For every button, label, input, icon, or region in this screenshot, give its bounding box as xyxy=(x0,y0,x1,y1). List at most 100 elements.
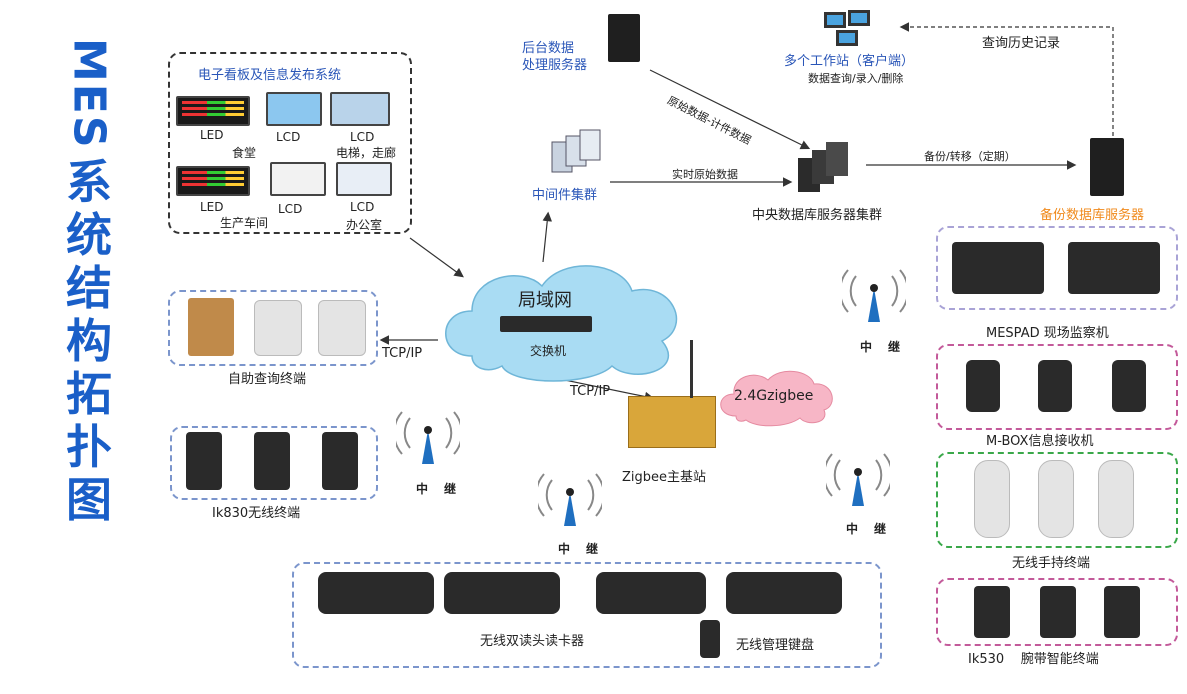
title-cn-7: 图 xyxy=(66,472,112,527)
backup-transfer-label: 备份/转移（定期） xyxy=(924,150,1016,163)
mespad-label: MESPAD 现场监察机 xyxy=(986,326,1109,341)
title-cn-6: 扑 xyxy=(66,419,112,474)
switch-label: 交换机 xyxy=(530,344,567,358)
lcd-screen-1 xyxy=(266,92,322,126)
switch-icon xyxy=(500,316,592,332)
title-latin: MES xyxy=(63,38,115,150)
zigbee-cloud xyxy=(720,370,833,427)
title-cn-5: 拓 xyxy=(66,366,112,421)
self-service-group xyxy=(168,290,378,366)
arrow-signboard-lan xyxy=(409,237,464,278)
dual-reader-label: 无线双读头读卡器 xyxy=(480,634,585,649)
zigbee-base-icon xyxy=(628,396,716,448)
backend-server-label: 后台数据 处理服务器 xyxy=(522,41,588,73)
relay-label-1: 中继 xyxy=(416,482,473,496)
ik830-group xyxy=(170,426,378,500)
lan-title: 局域网 xyxy=(518,290,572,311)
ik830-label: Ik830无线终端 xyxy=(212,506,301,521)
handheld-device-icon-1 xyxy=(974,460,1010,538)
title-cn-2: 统 xyxy=(66,207,112,262)
signboard-item-1-place: 食堂 xyxy=(232,146,257,160)
handheld-label: 无线手持终端 xyxy=(1012,556,1091,571)
backend-server-icon xyxy=(608,14,640,62)
mespad-device-icon-2 xyxy=(1068,242,1160,294)
lcd-screen-2 xyxy=(330,92,390,126)
remote-keyboard-icon xyxy=(700,620,720,658)
ik530-label: Ik530 腕带智能终端 xyxy=(968,652,1099,667)
workstations-title: 多个工作站（客户端） xyxy=(784,54,915,69)
mbox-device-icon-2 xyxy=(1038,360,1072,412)
middleware-servers-icon xyxy=(551,129,601,173)
arrow-backend-db xyxy=(649,69,811,150)
mespad-device-icon-1 xyxy=(952,242,1044,294)
signboard-item-5-type: LCD xyxy=(278,202,303,216)
dual-reader-group xyxy=(292,562,882,668)
lcd-screen-4 xyxy=(336,162,392,196)
mbox-group xyxy=(936,344,1178,430)
arrow-lan-middleware xyxy=(542,211,553,263)
mbox-label: M-BOX信息接收机 xyxy=(986,434,1094,449)
keyboard-device-icon-1 xyxy=(596,572,706,614)
signboard-item-3-type: LCD xyxy=(350,130,375,144)
signboard-group: 电子看板及信息发布系统 LED 食堂 LCD LCD 电梯，走廊 LED 生产车… xyxy=(168,52,412,234)
zigbee-antenna-icon xyxy=(690,340,693,398)
ik530-device-icon-3 xyxy=(1104,586,1140,638)
dual-reader-icon-2 xyxy=(444,572,560,614)
card-reader-icon-1 xyxy=(254,300,302,356)
relay-icon-2 xyxy=(538,473,602,526)
signboard-item-6-place: 办公室 xyxy=(346,218,383,232)
ik530-group xyxy=(936,578,1178,646)
backup-db-label: 备份数据库服务器 xyxy=(1040,208,1145,223)
signboard-item-1-type: LED xyxy=(200,128,224,142)
handheld-device-icon-3 xyxy=(1098,460,1134,538)
workstations-sub: 数据查询/录入/删除 xyxy=(808,72,904,85)
handheld-device-icon-2 xyxy=(1038,460,1074,538)
handheld-group xyxy=(936,452,1178,548)
central-db-label: 中央数据库服务器集群 xyxy=(752,208,883,223)
mbox-device-icon-3 xyxy=(1112,360,1146,412)
realtime-raw-label: 实时原始数据 xyxy=(672,168,738,181)
central-db-icon xyxy=(798,142,848,192)
signboard-item-4-place: 生产车间 xyxy=(220,216,269,230)
zigbee-base-label: Zigbee主基站 xyxy=(622,470,707,485)
tcpip-left-label: TCP/IP xyxy=(382,346,423,361)
title-cn-1: 系 xyxy=(66,154,112,209)
signboard-item-3-place: 电梯，走廊 xyxy=(336,146,397,160)
keyboard-label: 无线管理键盘 xyxy=(736,638,815,653)
title-cn-3: 结 xyxy=(66,260,112,315)
workstations-icon xyxy=(824,10,870,46)
card-reader-icon-2 xyxy=(318,300,366,356)
signboard-title: 电子看板及信息发布系统 xyxy=(198,68,342,83)
lcd-screen-3 xyxy=(270,162,326,196)
ik830-device-icon-3 xyxy=(322,432,358,490)
relay-icon-4 xyxy=(842,269,906,322)
ik530-device-icon-2 xyxy=(1040,586,1076,638)
history-query-label: 查询历史记录 xyxy=(982,36,1061,51)
relay-icon-1 xyxy=(396,411,460,464)
relay-icon-3 xyxy=(826,453,890,506)
arrow-lan-zigbee xyxy=(554,377,655,402)
title-cn-4: 构 xyxy=(66,313,112,368)
relay-label-3: 中继 xyxy=(846,522,903,536)
self-service-kiosk-icon xyxy=(188,298,234,356)
mespad-group xyxy=(936,226,1178,310)
dual-reader-icon-1 xyxy=(318,572,434,614)
zigbee-freq-label: 2.4Gzigbee xyxy=(734,388,814,404)
relay-label-2: 中继 xyxy=(558,542,615,556)
diagram-title: MES 系 统 结 构 拓 扑 图 xyxy=(58,38,120,527)
keyboard-device-icon-2 xyxy=(726,572,842,614)
ik830-device-icon-2 xyxy=(254,432,290,490)
middleware-label: 中间件集群 xyxy=(532,188,598,203)
ik830-device-icon-1 xyxy=(186,432,222,490)
led-screen-canteen xyxy=(176,96,250,126)
self-service-label: 自助查询终端 xyxy=(228,372,307,387)
arrow-history-query xyxy=(899,22,1114,136)
ik530-device-icon-1 xyxy=(974,586,1010,638)
mbox-device-icon-1 xyxy=(966,360,1000,412)
signboard-item-4-type: LED xyxy=(200,200,224,214)
backup-server-icon xyxy=(1090,138,1124,196)
signboard-item-6-type: LCD xyxy=(350,200,375,214)
signboard-item-2-type: LCD xyxy=(276,130,301,144)
tcpip-bottom-label: TCP/IP xyxy=(570,384,611,399)
